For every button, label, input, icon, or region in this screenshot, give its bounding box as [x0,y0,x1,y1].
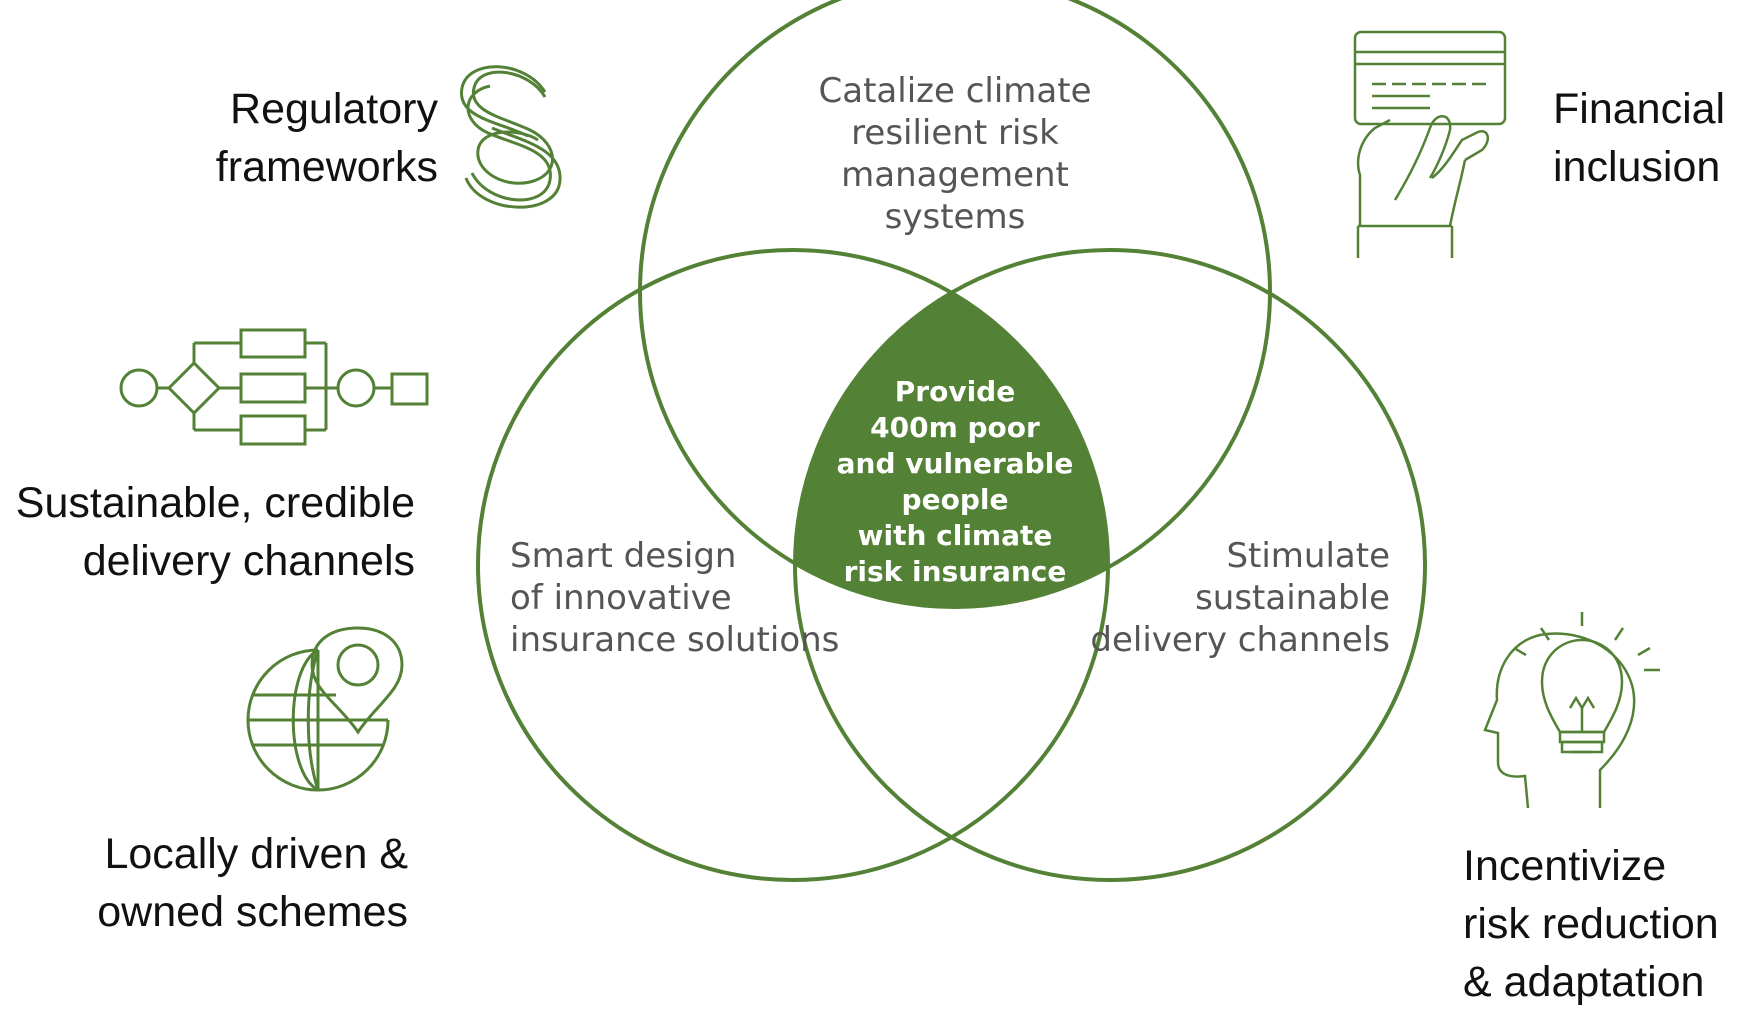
top-line-2: resilient risk [851,113,1059,153]
head-lightbulb-icon [1483,612,1660,809]
left-line-1: Smart design [510,536,736,576]
right-line-3: delivery channels [1090,620,1390,660]
label-sustainable-delivery: Sustainable, credible delivery channels [5,474,415,590]
center-line-3: and vulnerable [837,447,1074,480]
label-incentivize-line-2: risk reduction [1463,900,1719,948]
left-circle-text: Smart design of innovative insurance sol… [510,536,839,660]
top-line-1: Catalize climate [819,71,1092,111]
label-regulatory-line-1: Regulatory [230,85,438,133]
left-line-3: insurance solutions [510,620,839,660]
center-line-1: Provide [895,375,1015,408]
circle-right [793,248,1427,882]
label-regulatory-frameworks: Regulatory frameworks [170,80,438,196]
center-intersection [795,250,1108,607]
label-financial-line-2: inclusion [1553,143,1721,191]
label-delivery-line-1: Sustainable, credible [15,479,415,527]
label-financial-line-1: Financial [1553,85,1726,133]
top-circle-text: Catalize climate resilient risk manageme… [819,71,1092,237]
right-line-2: sustainable [1195,578,1390,618]
label-incentivize-line-3: & adaptation [1463,958,1705,1006]
label-regulatory-line-2: frameworks [215,143,438,191]
circle-left [476,248,1110,882]
hand-card-icon [1353,30,1507,258]
label-local-line-2: owned schemes [97,888,408,936]
label-delivery-line-2: delivery channels [82,537,415,585]
right-line-1: Stimulate [1226,536,1390,576]
label-locally-driven: Locally driven & owned schemes [40,825,408,941]
label-local-line-1: Locally driven & [104,830,408,878]
center-line-6: risk insurance [844,555,1067,588]
right-circle-text: Stimulate sustainable delivery channels [1090,536,1390,660]
left-line-2: of innovative [510,578,732,618]
label-financial-inclusion: Financial inclusion [1553,80,1733,196]
top-line-3: management [841,155,1069,195]
center-text: Provide 400m poor and vulnerable people … [837,375,1074,588]
process-flow-icon [119,328,429,446]
center-line-2: 400m poor [870,411,1040,444]
top-line-4: systems [885,197,1026,237]
center-line-5: with climate [858,519,1053,552]
section-sign-icon [460,65,562,209]
label-incentivize-line-1: Incentivize [1463,842,1667,890]
center-line-4: people [902,483,1009,516]
globe-pin-icon [246,626,404,792]
label-incentivize: Incentivize risk reduction & adaptation [1463,837,1733,1011]
